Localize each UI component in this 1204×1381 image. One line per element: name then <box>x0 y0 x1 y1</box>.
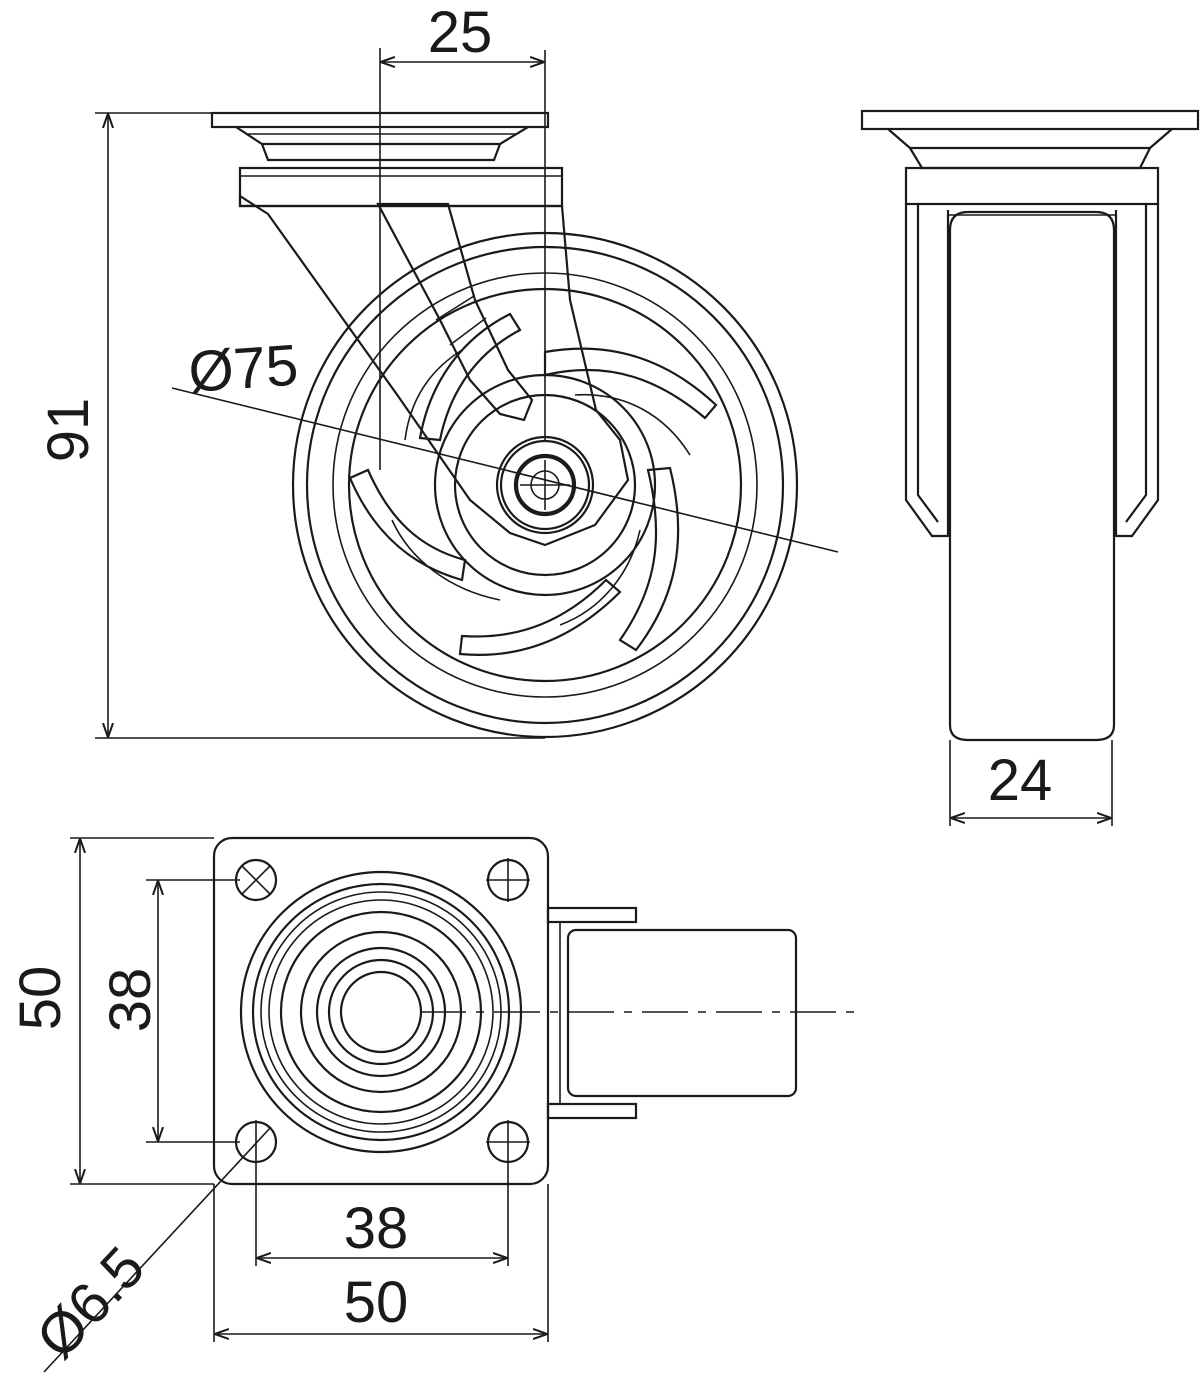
top-view: 50 38 38 50 Ø6.5 <box>8 836 858 1373</box>
dim-hole-diameter: Ø6.5 <box>24 1126 272 1373</box>
dim-mount-offset: 25 <box>379 0 546 470</box>
front-wheel <box>948 210 1116 742</box>
mount-hole-top-right <box>486 858 530 902</box>
dim-wheel-diameter: Ø75 <box>171 332 839 553</box>
dim-label-wheel-width: 24 <box>988 748 1053 813</box>
wheel-spokes <box>348 312 718 656</box>
mount-hole-top-left <box>234 858 278 902</box>
mount-hole-bottom-right <box>486 1120 530 1164</box>
dim-total-height: 91 <box>36 112 545 739</box>
side-view: 25 91 Ø75 <box>36 0 839 739</box>
front-fork <box>904 166 1160 538</box>
top-fork-and-wheel <box>546 906 798 1120</box>
dim-label-total-height: 91 <box>36 398 101 463</box>
dim-label-hole-spacing-vertical: 38 <box>98 968 163 1033</box>
dim-plate-height: 50 <box>8 837 214 1185</box>
dim-hole-spacing-horizontal: 38 <box>255 1164 509 1266</box>
dim-label-hole-diameter: Ø6.5 <box>24 1235 157 1371</box>
front-top-plate <box>860 109 1200 170</box>
dim-label-plate-height: 50 <box>8 966 73 1031</box>
dim-label-mount-offset: 25 <box>428 0 493 65</box>
dim-plate-width: 50 <box>213 1184 549 1342</box>
fork-arm <box>238 193 630 547</box>
swivel-head <box>238 166 564 208</box>
dim-wheel-width: 24 <box>949 740 1113 826</box>
front-view: 24 <box>860 109 1200 826</box>
dim-label-hole-spacing-horizontal: 38 <box>344 1196 409 1261</box>
dim-label-plate-width: 50 <box>344 1270 409 1335</box>
dim-label-wheel-diameter: Ø75 <box>186 332 300 404</box>
dim-hole-spacing-vertical: 38 <box>98 879 240 1143</box>
